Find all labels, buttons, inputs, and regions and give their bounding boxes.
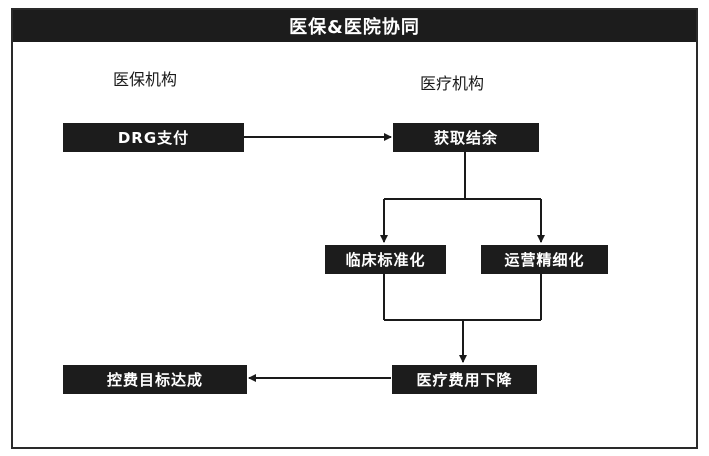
node-cost-decrease: 医疗费用下降 xyxy=(392,365,537,394)
node-operation-refinement: 运营精细化 xyxy=(481,245,608,274)
node-cost-control-goal: 控费目标达成 xyxy=(63,365,247,394)
node-obtain-surplus: 获取结余 xyxy=(393,123,539,152)
diagram-title: 医保&医院协同 xyxy=(13,10,696,42)
column-label-medical: 医疗机构 xyxy=(420,74,485,93)
node-clinical-standardization: 临床标准化 xyxy=(325,245,446,274)
column-label-insurance: 医保机构 xyxy=(113,70,178,89)
node-drg-payment: DRG支付 xyxy=(63,123,244,152)
